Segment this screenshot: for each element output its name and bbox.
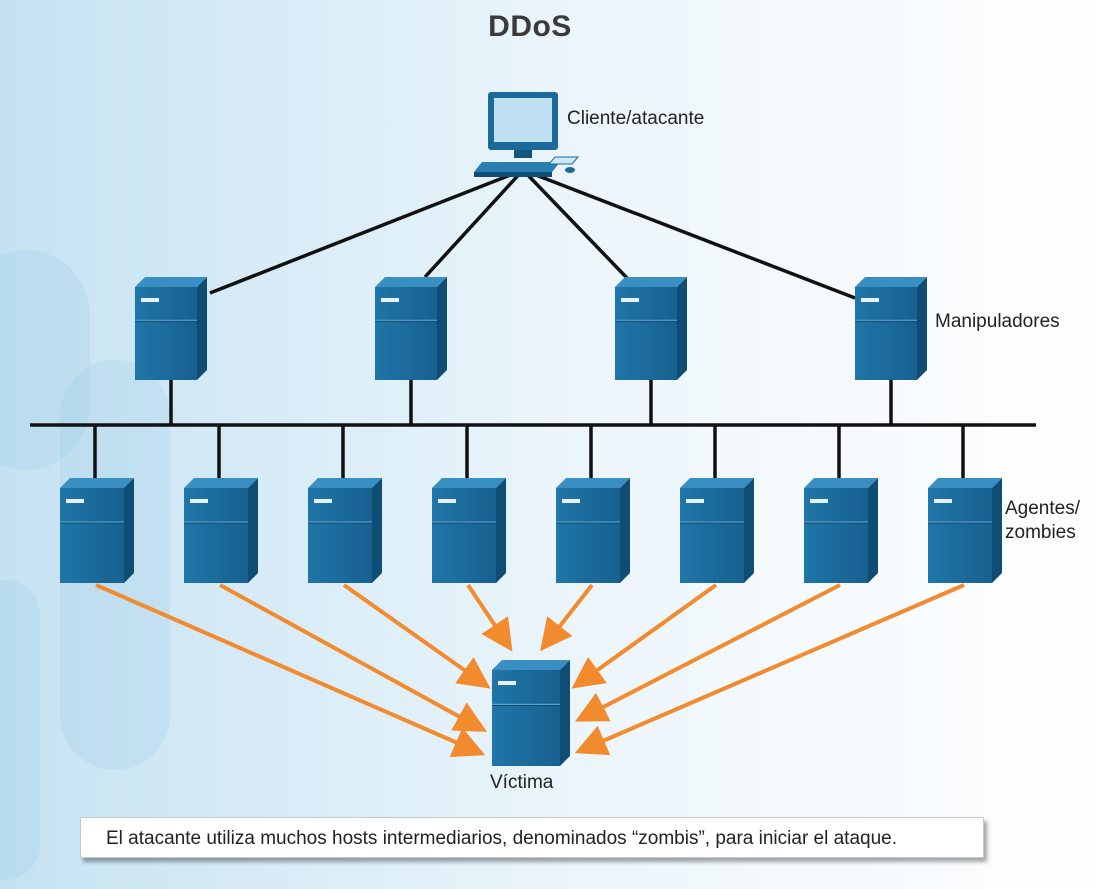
- monitor-stand: [514, 150, 532, 158]
- agent-server: [556, 478, 630, 583]
- handler-server: [135, 277, 207, 380]
- handler-server: [375, 277, 447, 380]
- attack-arrow: [219, 583, 488, 732]
- server-top: [804, 478, 878, 488]
- attack-arrow: [571, 583, 718, 689]
- server-side: [248, 478, 258, 583]
- server-front: [492, 670, 560, 766]
- server-drive-slot: [314, 499, 332, 503]
- server-top: [928, 478, 1002, 488]
- server-drive-slot: [934, 499, 952, 503]
- attack-arrow: [540, 583, 594, 652]
- server-drive-slot: [810, 499, 828, 503]
- agent-server: [432, 478, 506, 583]
- server-side: [197, 277, 207, 380]
- server-drive-slot: [686, 499, 704, 503]
- attack-arrow: [574, 583, 965, 756]
- server-side: [868, 478, 878, 583]
- attack-arrows: [95, 583, 965, 758]
- computer-base-edge: [474, 172, 552, 177]
- link-attacker-handler: [522, 168, 856, 300]
- server-front: [680, 488, 744, 583]
- handler-server: [855, 277, 927, 380]
- server-drive-slot: [861, 298, 879, 302]
- server-side: [372, 478, 382, 583]
- server-drive-slot: [621, 298, 639, 302]
- agent-server: [308, 478, 382, 583]
- server-side: [677, 277, 687, 380]
- server-top: [135, 277, 207, 287]
- server-top: [432, 478, 506, 488]
- link-attacker-handler: [521, 168, 629, 280]
- victim-server: [492, 660, 570, 766]
- server-side: [124, 478, 134, 583]
- server-drive-slot: [190, 499, 208, 503]
- server-drive-slot: [562, 499, 580, 503]
- computer-base: [474, 162, 560, 172]
- handlers-label: Manipuladores: [935, 311, 1060, 332]
- server-top: [184, 478, 258, 488]
- attacker-label: Cliente/atacante: [567, 108, 705, 129]
- server-front: [135, 287, 197, 380]
- server-top: [60, 478, 134, 488]
- background-decoration: [0, 250, 90, 470]
- server-top: [492, 660, 570, 670]
- computer-icon: [474, 92, 580, 177]
- mouse: [565, 167, 575, 173]
- server-drive-slot: [141, 298, 159, 302]
- server-side: [620, 478, 630, 583]
- attack-arrow: [342, 583, 491, 689]
- keyboard: [547, 156, 580, 165]
- server-front: [855, 287, 917, 380]
- handler-server: [615, 277, 687, 380]
- server-side: [992, 478, 1002, 583]
- agents-label-line1: Agentes/: [1005, 498, 1080, 519]
- attack-arrow: [95, 583, 486, 758]
- server-drive-slot: [66, 499, 84, 503]
- agent-server: [60, 478, 134, 583]
- network-links: [93, 168, 965, 480]
- server-front: [184, 488, 248, 583]
- link-attacker-handler: [209, 168, 524, 295]
- caption-box: El atacante utiliza muchos hosts interme…: [80, 817, 984, 858]
- attack-arrow: [574, 583, 841, 722]
- server-side: [560, 660, 570, 766]
- server-drive-slot: [438, 499, 456, 503]
- background-decoration: [0, 580, 40, 880]
- server-side: [437, 277, 447, 380]
- server-side: [496, 478, 506, 583]
- server-front: [308, 488, 372, 583]
- server-front: [615, 287, 677, 380]
- server-top: [556, 478, 630, 488]
- agent-server: [184, 478, 258, 583]
- diagram-title: DDoS: [488, 10, 572, 43]
- link-attacker-handler: [423, 168, 525, 279]
- agent-server: [928, 478, 1002, 583]
- attack-arrow: [466, 583, 513, 652]
- servers: [60, 277, 1002, 766]
- agents-label-line2: zombies: [1005, 522, 1076, 543]
- agent-server: [804, 478, 878, 583]
- victim-label: Víctima: [490, 772, 554, 793]
- agents-label: Agentes/ zombies: [1005, 497, 1105, 545]
- server-drive-slot: [381, 298, 399, 302]
- server-front: [804, 488, 868, 583]
- server-side: [917, 277, 927, 380]
- server-top: [375, 277, 447, 287]
- agent-server: [680, 478, 754, 583]
- server-front: [375, 287, 437, 380]
- monitor-screen: [494, 98, 552, 142]
- server-top: [855, 277, 927, 287]
- server-front: [928, 488, 992, 583]
- server-front: [556, 488, 620, 583]
- server-drive-slot: [498, 681, 516, 685]
- server-front: [432, 488, 496, 583]
- server-top: [308, 478, 382, 488]
- server-front: [60, 488, 124, 583]
- server-side: [744, 478, 754, 583]
- server-top: [615, 277, 687, 287]
- server-top: [680, 478, 754, 488]
